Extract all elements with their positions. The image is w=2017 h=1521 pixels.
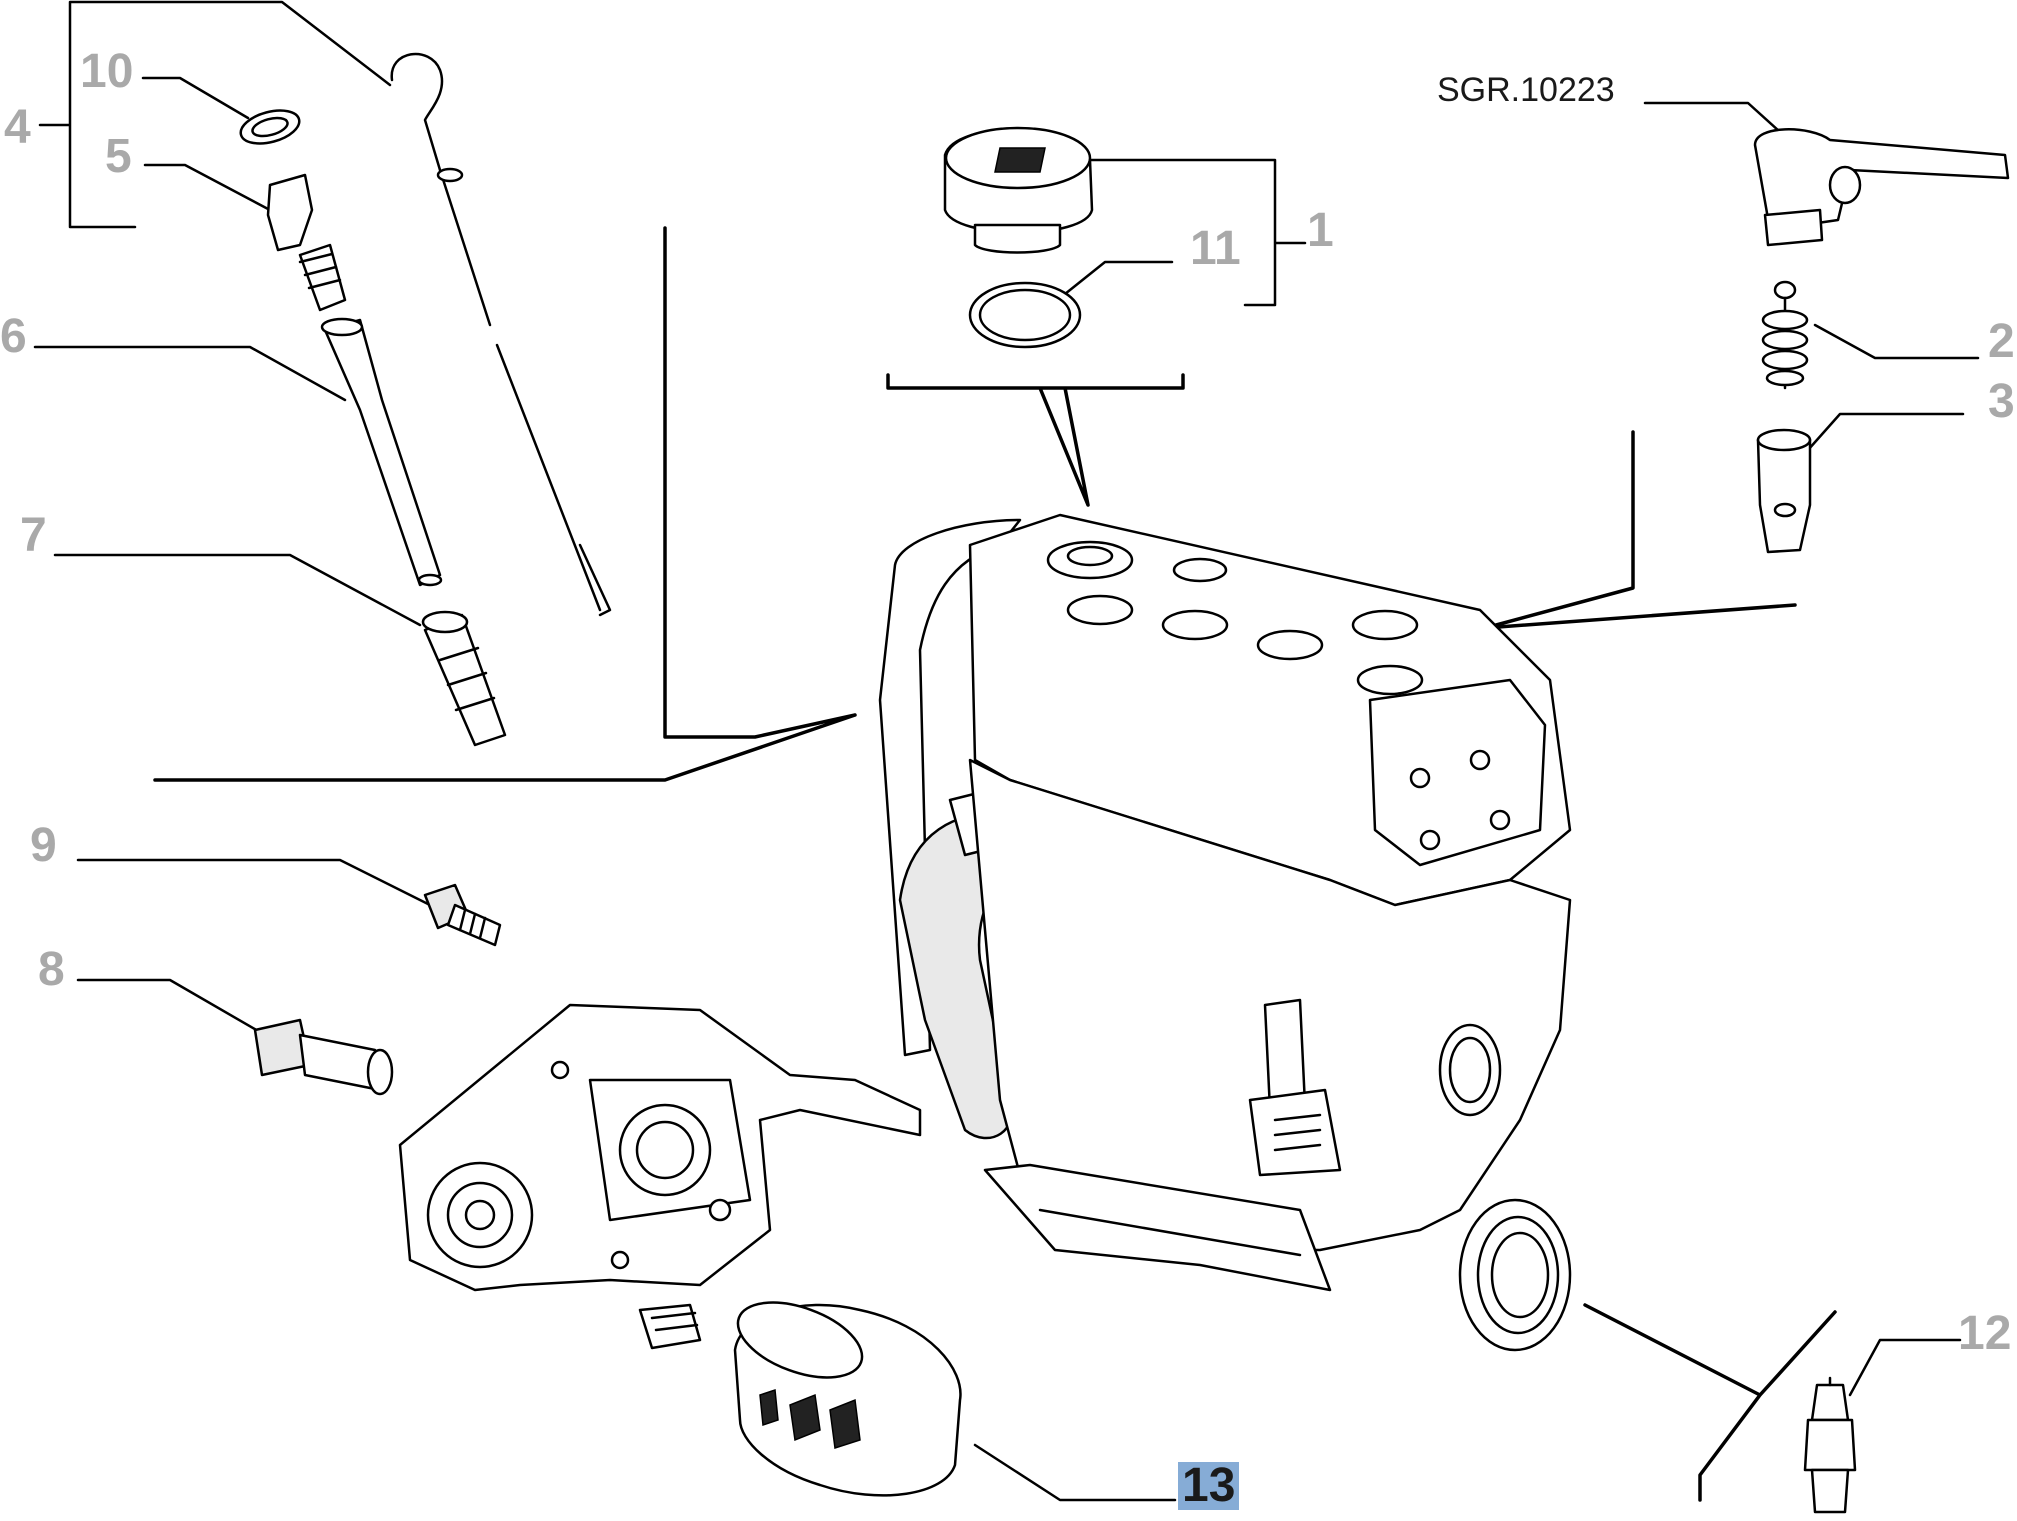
callout-12[interactable]: 12 <box>1958 1307 2012 1360</box>
engine-block <box>878 513 1572 1352</box>
dipstick-arrow <box>153 226 857 782</box>
callout-2[interactable]: 2 <box>1988 315 2015 368</box>
leader-5 <box>143 163 287 220</box>
part-11-gasket <box>968 281 1082 349</box>
part-3-bushing <box>1756 428 1812 554</box>
callout-11[interactable]: 11 <box>1190 222 1241 275</box>
leader-1 <box>1083 158 1307 307</box>
breather-elbow <box>1753 128 2010 247</box>
callout-5[interactable]: 5 <box>105 130 132 183</box>
part-1-cap <box>943 126 1094 254</box>
leader-6 <box>33 345 347 402</box>
leader-7 <box>53 553 422 627</box>
sensor-arrow <box>1583 1303 1837 1502</box>
part-13-filter <box>733 1301 962 1497</box>
breather-arrow <box>1483 430 1797 630</box>
leader-8 <box>76 978 267 1037</box>
part-2-spring <box>1761 280 1809 390</box>
callout-7[interactable]: 7 <box>20 509 47 562</box>
part-8-sensor <box>253 1018 394 1096</box>
part-7-grommet <box>421 610 507 747</box>
callout-4[interactable]: 4 <box>4 101 31 154</box>
leader-3 <box>1806 412 1965 452</box>
part-5-plug <box>266 173 347 312</box>
leader-10 <box>141 76 250 120</box>
leader-2 <box>1813 323 1980 360</box>
group-arrows <box>153 226 1837 1502</box>
cap-arrow <box>886 373 1185 507</box>
leader-9 <box>76 858 432 907</box>
callout-9[interactable]: 9 <box>30 819 57 872</box>
leader-13 <box>973 1443 1177 1502</box>
callout-3[interactable]: 3 <box>1988 375 2015 428</box>
part-6-tube <box>320 317 443 587</box>
callout-1[interactable]: 1 <box>1307 204 1334 257</box>
callout-10[interactable]: 10 <box>80 45 134 98</box>
callout-6[interactable]: 6 <box>0 310 27 363</box>
part-12-sender <box>1803 1376 1857 1514</box>
leader-12 <box>1848 1338 1962 1397</box>
part-9-bolt <box>423 883 502 947</box>
oil-pump-cover <box>398 1003 922 1292</box>
part-10-seal <box>239 109 301 145</box>
reference-sgr-label[interactable]: SGR.10223 <box>1437 71 1615 109</box>
pump-plug <box>638 1303 702 1350</box>
dipstick <box>390 52 612 617</box>
leader-4 <box>38 0 392 229</box>
callout-8[interactable]: 8 <box>38 943 65 996</box>
callout-13-selected[interactable]: 13 <box>1178 1462 1240 1510</box>
